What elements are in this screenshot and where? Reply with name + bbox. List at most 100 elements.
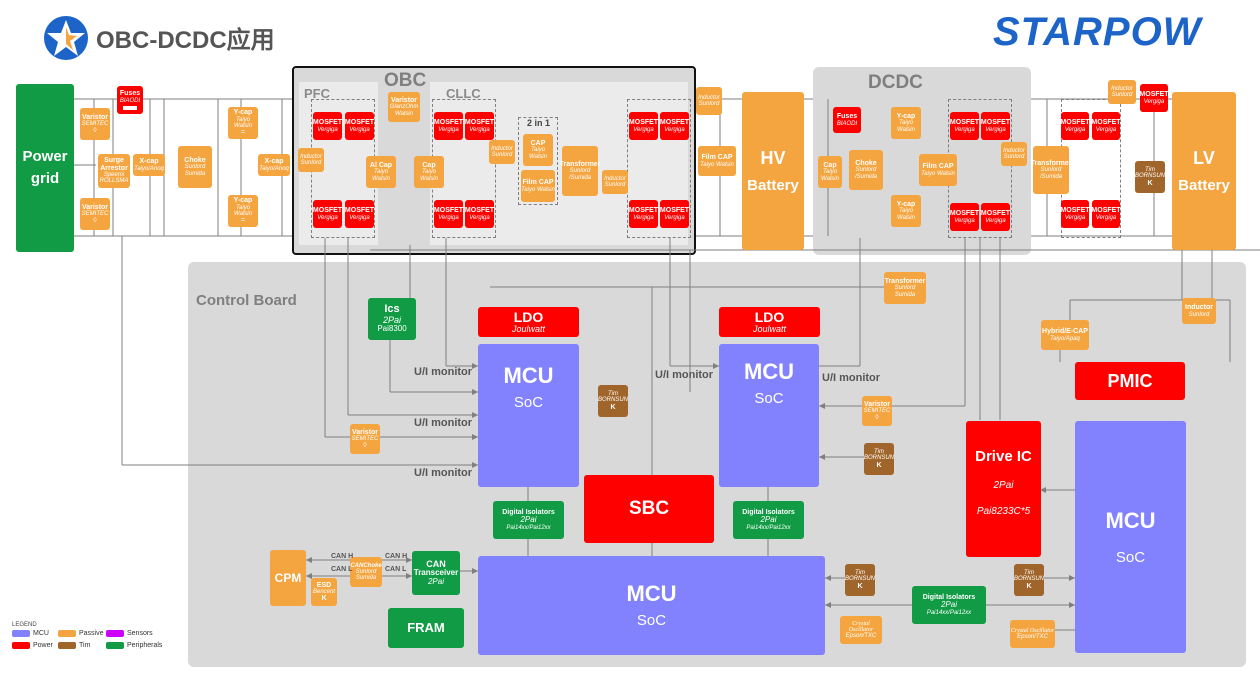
- ui-monitor-label-2: U/I monitor: [414, 417, 473, 429]
- legend-swatch-peripherals: [106, 642, 124, 649]
- can-l-label-right: CAN L: [385, 566, 407, 573]
- dcdc-label: DCDC: [868, 72, 923, 93]
- ui-monitor-label-4: U/I monitor: [655, 369, 714, 381]
- legend-label-sensors: Sensors: [127, 630, 153, 637]
- obc-label: OBC: [384, 70, 427, 91]
- legend-label-tim: Tim: [79, 642, 91, 649]
- can-transceiver: CAN Transceiver 2Pai: [412, 551, 460, 595]
- fuse-icon: [123, 105, 137, 110]
- ui-monitor-label-3: U/I monitor: [414, 467, 473, 479]
- legend-swatch-sensors: [106, 630, 124, 637]
- control-board-label: Control Board: [196, 292, 297, 309]
- legend-swatch-power: [12, 642, 30, 649]
- sbc: SBC: [584, 475, 714, 543]
- legend-label-peripherals: Peripherals: [127, 642, 163, 649]
- ui-monitor-label-5: U/I monitor: [822, 372, 881, 384]
- ui-monitor-label-1: U/I monitor: [414, 366, 473, 378]
- can-l-label-left: CAN L: [331, 566, 353, 573]
- legend-swatch-tim: [58, 642, 76, 649]
- two-in-one-label: 2 in 1: [527, 118, 551, 128]
- pmic: PMIC: [1075, 362, 1185, 400]
- cpm: CPM: [270, 550, 306, 606]
- starpow-star-icon: [44, 16, 88, 60]
- legend-swatch-mcu: [12, 630, 30, 637]
- can-h-label-left: CAN H: [331, 553, 354, 560]
- page-title: OBC-DCDC应用: [96, 27, 275, 54]
- brand-logo: STARPOW: [993, 10, 1202, 54]
- cllc-label: CLLC: [446, 86, 481, 101]
- legend-title: LEGEND: [12, 622, 37, 628]
- legend-label-mcu: MCU: [33, 630, 49, 637]
- legend-swatch-passive: [58, 630, 76, 637]
- two-in-one-group: [518, 117, 558, 205]
- legend-label-power: Power: [33, 642, 53, 649]
